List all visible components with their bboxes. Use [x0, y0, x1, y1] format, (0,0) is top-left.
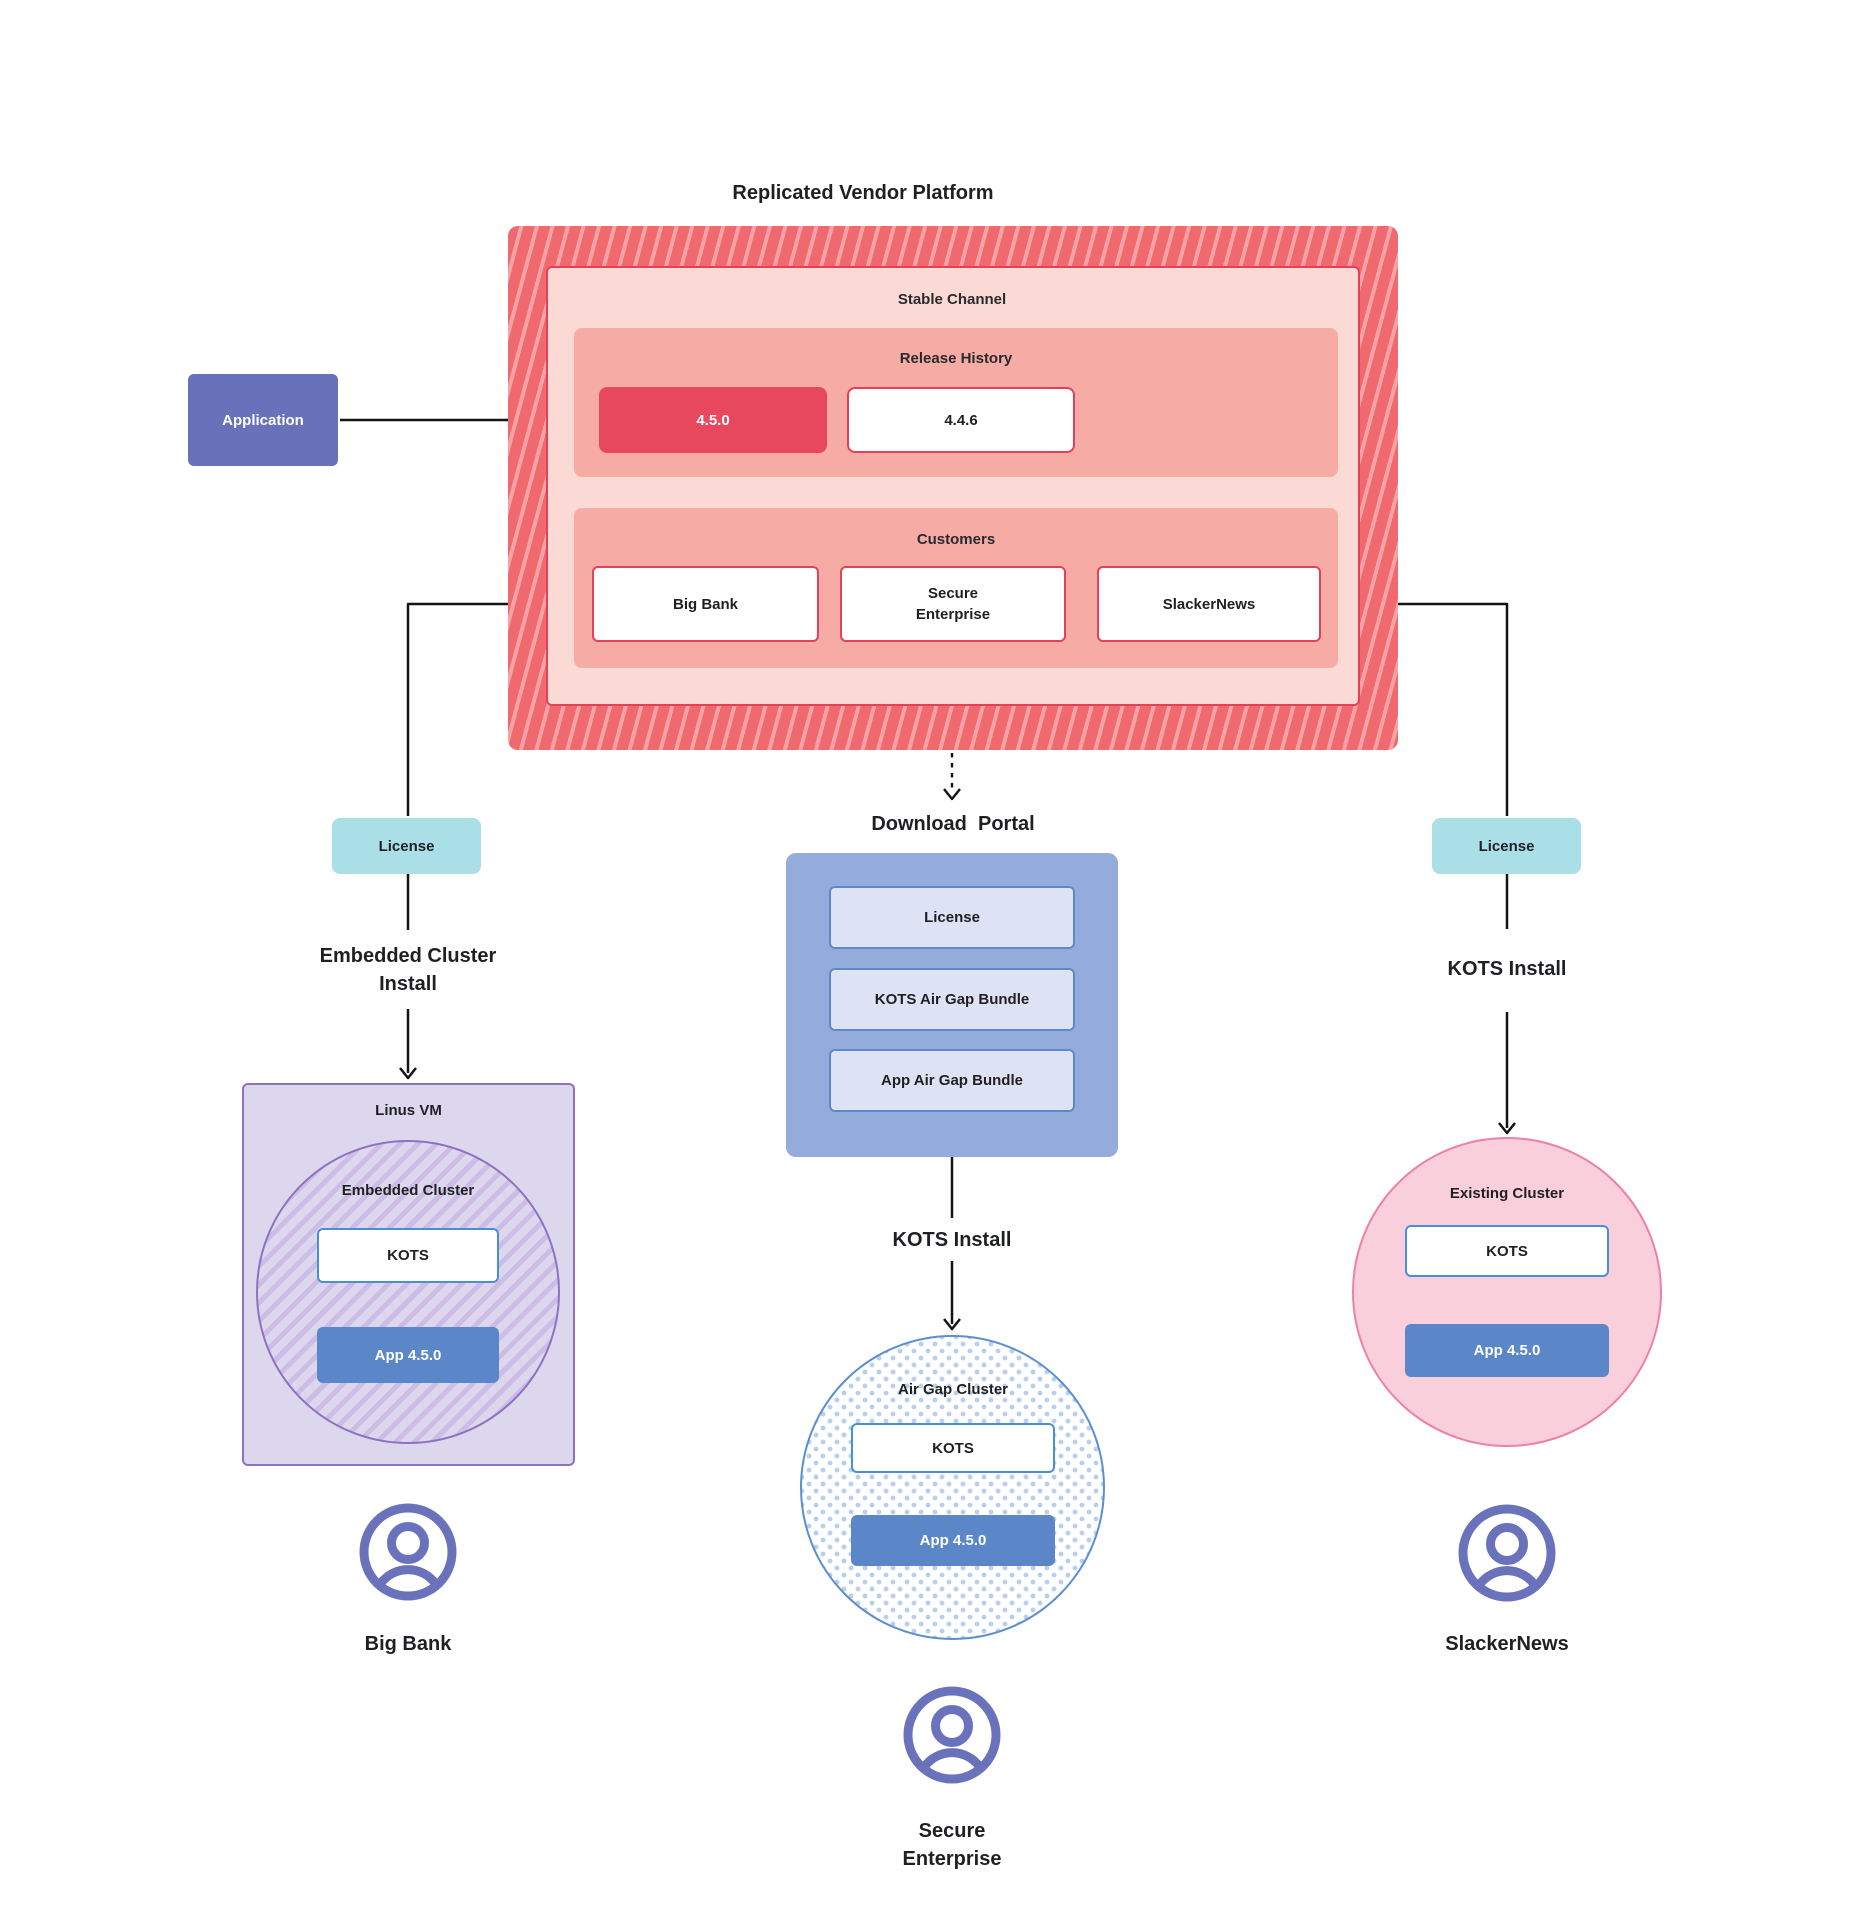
- diagram-title: Replicated Vendor Platform: [732, 181, 994, 204]
- kots-box-airgap: KOTS: [851, 1423, 1055, 1473]
- slackernews-person-label: SlackerNews: [1445, 1633, 1569, 1655]
- license-box-right: License: [1432, 818, 1581, 874]
- kots-box-embedded: KOTS: [317, 1228, 499, 1283]
- kots-install-label-middle: KOTS Install: [892, 1229, 1012, 1251]
- portal-item-license: License: [829, 886, 1075, 949]
- customer-slackernews: SlackerNews: [1097, 566, 1321, 642]
- customer-secure-enterprise: Secure Enterprise: [840, 566, 1066, 642]
- app-box-embedded: App 4.5.0: [317, 1327, 499, 1383]
- license-box-left: License: [332, 818, 481, 874]
- portal-item-app-airgap-bundle: App Air Gap Bundle: [829, 1049, 1075, 1112]
- portal-item-kots-airgap-bundle: KOTS Air Gap Bundle: [829, 968, 1075, 1031]
- stable-channel-label: Stable Channel: [897, 290, 1007, 308]
- secure-enterprise-person-icon: [902, 1685, 1002, 1785]
- air-gap-cluster-circle: [800, 1335, 1105, 1640]
- application-box: Application: [188, 374, 338, 466]
- app-box-airgap: App 4.5.0: [851, 1515, 1055, 1566]
- embedded-cluster-circle: [256, 1140, 560, 1444]
- embedded-cluster-install-label: Embedded Cluster Install: [319, 945, 497, 995]
- linus-vm-label: Linus VM: [375, 1101, 442, 1119]
- download-portal-label: Download Portal: [871, 813, 1035, 835]
- kots-install-label-right: KOTS Install: [1447, 958, 1567, 980]
- release-history-label: Release History: [899, 349, 1013, 367]
- customers-label: Customers: [916, 530, 996, 548]
- big-bank-person-label: Big Bank: [364, 1633, 452, 1655]
- release-4-4-6: 4.4.6: [847, 387, 1075, 453]
- kots-box-existing: KOTS: [1405, 1225, 1609, 1277]
- embedded-cluster-label: Embedded Cluster: [341, 1181, 475, 1199]
- existing-cluster-circle: [1352, 1137, 1662, 1447]
- app-box-existing: App 4.5.0: [1405, 1324, 1609, 1377]
- existing-cluster-label: Existing Cluster: [1449, 1184, 1565, 1202]
- air-gap-cluster-label: Air Gap Cluster: [897, 1380, 1009, 1398]
- secure-enterprise-person-label: Secure Enterprise: [902, 1820, 1002, 1870]
- customer-big-bank: Big Bank: [592, 566, 819, 642]
- release-4-5-0: 4.5.0: [599, 387, 827, 453]
- big-bank-person-icon: [358, 1502, 458, 1602]
- slackernews-person-icon: [1457, 1503, 1557, 1603]
